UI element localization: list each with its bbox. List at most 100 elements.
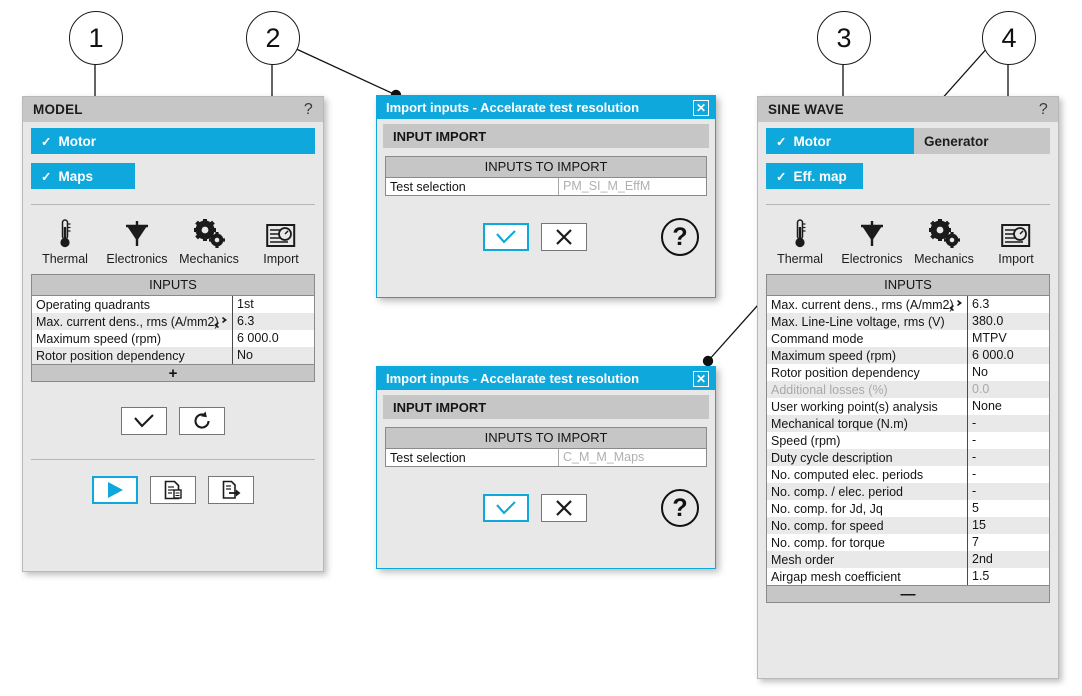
table-row[interactable]: Test selection PM_SI_M_EffM <box>386 178 706 195</box>
table-row[interactable]: Maximum speed (rpm) 6 000.0 <box>32 330 314 347</box>
row-value[interactable]: 1.5 <box>967 568 1049 585</box>
callout-number: 3 <box>836 22 852 53</box>
dialog-ok-button[interactable] <box>483 494 529 522</box>
row-value[interactable]: 2nd <box>967 551 1049 568</box>
tab-generator[interactable]: Generator <box>914 128 1050 154</box>
report-button[interactable] <box>150 476 196 504</box>
tab-eff-map[interactable]: ✓ Eff. map <box>766 163 863 189</box>
row-value[interactable]: 6.3 <box>967 296 1049 313</box>
row-value[interactable]: No <box>967 364 1049 381</box>
add-row-button[interactable]: + <box>32 364 314 382</box>
table-row[interactable]: Max. Line-Line voltage, rms (V)380.0 <box>767 313 1049 330</box>
toolbar-item-import[interactable]: Import <box>245 215 317 266</box>
row-key: No. comp. for torque <box>767 536 967 550</box>
tab-maps[interactable]: ✓ Maps <box>31 163 135 189</box>
toolbar-item-import[interactable]: Import <box>980 215 1052 266</box>
row-value[interactable]: - <box>967 466 1049 483</box>
row-key-text: No. comp. / elec. period <box>771 484 904 499</box>
tab-label: Maps <box>58 168 93 184</box>
dialog-ok-button[interactable] <box>483 223 529 251</box>
table-row[interactable]: Rotor position dependency No <box>32 347 314 364</box>
tab-motor[interactable]: ✓ Motor <box>766 128 914 154</box>
dialog-section-title: INPUT IMPORT <box>383 395 709 419</box>
row-value[interactable]: 5 <box>967 500 1049 517</box>
dialog-title: Import inputs - Accelarate test resoluti… <box>386 371 640 386</box>
sine-icon-toolbar: Thermal Electronics <box>758 205 1058 270</box>
row-value[interactable]: 6.3 <box>232 313 314 330</box>
table-row[interactable]: No. comp. / elec. period - <box>767 483 1049 500</box>
row-value[interactable]: - <box>967 483 1049 500</box>
close-icon[interactable]: ✕ <box>693 99 709 116</box>
toolbar-item-thermal[interactable]: Thermal <box>764 215 836 266</box>
collapse-row-button[interactable]: — <box>767 585 1049 603</box>
row-value[interactable]: PM_SI_M_EffM <box>558 178 706 195</box>
toolbar-item-electronics[interactable]: Electronics <box>836 215 908 266</box>
toolbar-item-mechanics[interactable]: Mechanics <box>173 215 245 266</box>
table-row[interactable]: Additional losses (%)0.0 <box>767 381 1049 398</box>
table-row[interactable]: Mechanical torque (N.m) - <box>767 415 1049 432</box>
import-dialog-1: Import inputs - Accelarate test resoluti… <box>376 95 716 298</box>
row-value[interactable]: MTPV <box>967 330 1049 347</box>
row-value[interactable]: 15 <box>967 517 1049 534</box>
tab-motor[interactable]: ✓ Motor <box>31 128 315 154</box>
model-run-buttons <box>23 476 323 504</box>
toolbar-label: Import <box>263 252 299 266</box>
toolbar-label: Electronics <box>841 252 903 266</box>
row-key-text: Mechanical torque (N.m) <box>771 416 908 431</box>
export-button[interactable] <box>208 476 254 504</box>
row-key: No. comp. for speed <box>767 519 967 533</box>
link-icon[interactable] <box>949 299 962 312</box>
row-value[interactable]: - <box>967 415 1049 432</box>
row-value[interactable]: 6 000.0 <box>232 330 314 347</box>
table-row[interactable]: Duty cycle description- <box>767 449 1049 466</box>
table-row[interactable]: Max. current dens., rms (A/mm2)6.3 <box>767 296 1049 313</box>
toolbar-item-mechanics[interactable]: Mechanics <box>908 215 980 266</box>
table-row[interactable]: Test selection C_M_M_Maps <box>386 449 706 466</box>
table-row[interactable]: Operating quadrants 1st <box>32 296 314 313</box>
close-icon[interactable]: ✕ <box>693 370 709 387</box>
dialog-buttons: ? <box>377 489 715 527</box>
help-icon[interactable]: ? <box>1038 100 1048 118</box>
row-key: Mechanical torque (N.m) <box>767 417 967 431</box>
dialog-help-button[interactable]: ? <box>661 218 699 256</box>
table-header: INPUTS <box>767 275 1049 296</box>
tab-label: Generator <box>924 133 989 149</box>
table-row[interactable]: No. computed elec. periods - <box>767 466 1049 483</box>
row-value[interactable]: None <box>967 398 1049 415</box>
row-value[interactable]: 6 000.0 <box>967 347 1049 364</box>
row-value[interactable]: 7 <box>967 534 1049 551</box>
row-value[interactable]: 380.0 <box>967 313 1049 330</box>
dialog-cancel-button[interactable] <box>541 494 587 522</box>
dialog-help-button[interactable]: ? <box>661 489 699 527</box>
table-row[interactable]: Speed (rpm)- <box>767 432 1049 449</box>
toolbar-item-electronics[interactable]: Electronics <box>101 215 173 266</box>
dialog-cancel-button[interactable] <box>541 223 587 251</box>
row-key-text: No. computed elec. periods <box>771 467 924 482</box>
row-value[interactable]: 0.0 <box>967 381 1049 398</box>
row-value[interactable]: 1st <box>232 296 314 313</box>
divider <box>31 204 315 205</box>
sine-inputs-table: INPUTS Max. current dens., rms (A/mm2)6.… <box>766 274 1050 603</box>
row-value[interactable]: C_M_M_Maps <box>558 449 706 466</box>
inputs-to-import-table: INPUTS TO IMPORT Test selection C_M_M_Ma… <box>385 427 707 467</box>
solve-button[interactable] <box>121 407 167 435</box>
toolbar-item-thermal[interactable]: Thermal <box>29 215 101 266</box>
table-row[interactable]: Max. current dens., rms (A/mm2) 6.3 <box>32 313 314 330</box>
run-button[interactable] <box>92 476 138 504</box>
link-icon[interactable] <box>214 316 227 329</box>
row-value[interactable]: - <box>967 449 1049 466</box>
row-value[interactable]: No <box>232 347 314 364</box>
help-icon[interactable]: ? <box>303 100 313 118</box>
table-row[interactable]: Maximum speed (rpm)6 000.0 <box>767 347 1049 364</box>
reset-button[interactable] <box>179 407 225 435</box>
row-value[interactable]: - <box>967 432 1049 449</box>
row-key: Test selection <box>390 450 466 465</box>
